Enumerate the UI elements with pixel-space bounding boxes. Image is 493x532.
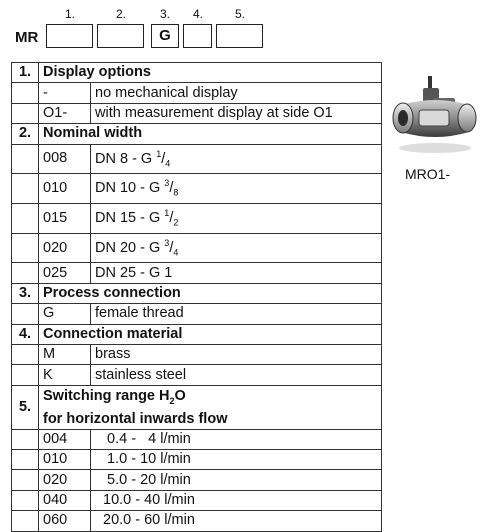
option-code: 010 — [38, 173, 91, 204]
option-code: 010 — [38, 449, 91, 471]
table-row: 015 DN 15 - G 1/2 — [11, 203, 382, 234]
section-number: 3. — [11, 282, 39, 305]
option-code: G — [38, 303, 91, 325]
option-description: 5.0 - 20 l/min — [90, 469, 382, 491]
order-code-box-1 — [46, 24, 93, 48]
option-description: 1.0 - 10 l/min — [90, 449, 382, 471]
option-description: female thread — [90, 303, 382, 325]
order-code-box-3: G — [151, 24, 179, 48]
product-image — [392, 76, 477, 153]
position-number-2: 2. — [115, 7, 126, 21]
section-number: 5. — [11, 384, 39, 430]
product-label: MRO1- — [405, 166, 451, 182]
option-description: DN 15 - G 1/2 — [90, 203, 382, 234]
section-number: 2. — [11, 123, 39, 145]
table-row: O1- with measurement display at side O1 — [11, 102, 382, 125]
section-number: 4. — [11, 323, 39, 346]
section-title: Nominal width — [38, 123, 382, 145]
table-row: K stainless steel — [11, 364, 382, 386]
option-description: no mechanical display — [90, 82, 382, 104]
table-row: M brass — [11, 343, 382, 366]
option-code: 020 — [38, 232, 91, 264]
table-row: 025 DN 25 - G 1 — [11, 262, 382, 284]
table-row: 020 5.0 - 20 l/min — [11, 469, 382, 491]
option-description: DN 20 - G 3/4 — [90, 232, 382, 264]
table-row: G female thread — [11, 303, 382, 325]
order-code-line: 1. 2. 3. 4. 5. MR G — [0, 0, 493, 55]
option-code: 025 — [38, 262, 91, 284]
option-code: 004 — [38, 428, 91, 451]
option-code: K — [38, 364, 91, 386]
option-code: M — [38, 343, 91, 366]
order-code-prefix: MR — [15, 29, 39, 46]
order-code-box-5 — [216, 24, 263, 48]
option-description: DN 25 - G 1 — [90, 262, 382, 284]
position-number-4: 4. — [192, 7, 203, 21]
position-number-1: 1. — [64, 7, 75, 21]
table-row: 010 DN 10 - G 3/8 — [11, 173, 382, 204]
option-description: DN 10 - G 3/8 — [90, 173, 382, 204]
option-code: 015 — [38, 203, 91, 234]
section-header-nominal-width: 2. Nominal width — [11, 123, 382, 145]
table-row: 010 1.0 - 10 l/min — [11, 449, 382, 471]
option-description: brass — [90, 343, 382, 366]
table-row: 060 20.0 - 60 l/min — [11, 510, 382, 532]
option-description: with measurement display at side O1 — [90, 102, 382, 125]
position-number-5: 5. — [234, 7, 245, 21]
option-code: 020 — [38, 469, 91, 491]
section-header-process-connection: 3. Process connection — [11, 282, 382, 305]
section-title: Process connection — [38, 282, 382, 305]
option-code: 008 — [38, 143, 91, 175]
table-row: 040 10.0 - 40 l/min — [11, 489, 382, 512]
option-code: - — [38, 82, 91, 104]
table-row: 004 0.4 - 4 l/min — [11, 428, 382, 451]
section-title: Connection material — [38, 323, 382, 346]
option-description: DN 8 - G 1/4 — [90, 143, 382, 175]
section-header-connection-material: 4. Connection material — [11, 323, 382, 346]
option-description: 20.0 - 60 l/min — [90, 510, 382, 532]
option-code: 060 — [38, 510, 91, 532]
position-number-3: 3. — [159, 7, 170, 21]
option-code: O1- — [38, 102, 91, 125]
option-description: 0.4 - 4 l/min — [90, 428, 382, 451]
order-code-box-4 — [183, 24, 212, 48]
section-title: Display options — [38, 61, 382, 84]
order-code-box-2 — [97, 24, 144, 48]
table-row: 020 DN 20 - G 3/4 — [11, 232, 382, 264]
option-code: 040 — [38, 489, 91, 512]
table-row: 008 DN 8 - G 1/4 — [11, 143, 382, 175]
table-row: - no mechanical display — [11, 82, 382, 104]
option-description: stainless steel — [90, 364, 382, 386]
option-description: 10.0 - 40 l/min — [90, 489, 382, 512]
order-spec-table: 1. Display options - no mechanical displ… — [11, 61, 382, 532]
section-header-display-options: 1. Display options — [11, 61, 382, 84]
section-number: 1. — [11, 61, 39, 84]
